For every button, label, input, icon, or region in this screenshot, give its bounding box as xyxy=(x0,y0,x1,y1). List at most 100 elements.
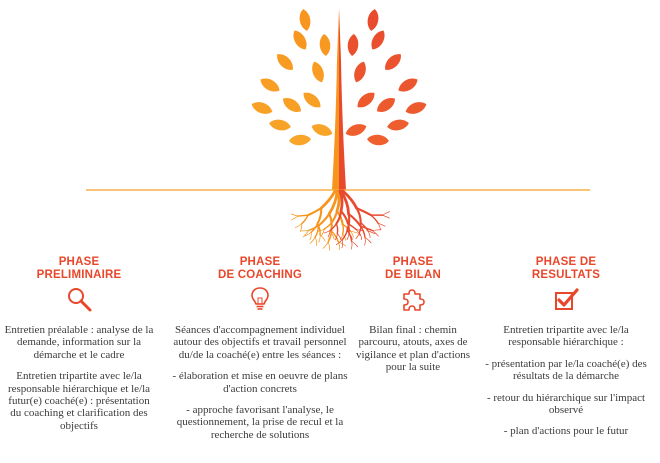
phase-paragraph: - retour du hiérarchique sur l'impact ob… xyxy=(486,391,646,417)
phase-title-line: PRELIMINAIRE xyxy=(36,269,122,281)
tree-root xyxy=(346,229,353,242)
tree-root xyxy=(359,225,366,238)
tree-root xyxy=(319,234,326,242)
tree-root xyxy=(351,240,359,248)
phase-description: Séances d'accompagnement individuel auto… xyxy=(170,324,350,441)
tree-leaf xyxy=(367,9,379,31)
tree-leaf xyxy=(354,61,366,83)
phase-paragraph: - présentation par le/la coaché(e) des r… xyxy=(485,357,647,383)
tree-leaf xyxy=(251,102,273,114)
phase-title: PHASE DE RESULTATS xyxy=(478,252,654,282)
tree-leaf xyxy=(303,92,321,108)
tree-root xyxy=(364,236,366,246)
tree-leaf xyxy=(260,78,280,92)
phase-title: PHASE PRELIMINAIRE xyxy=(4,252,154,282)
tree-leaf xyxy=(293,30,307,50)
tree-leaf xyxy=(311,124,333,136)
tree-leaf xyxy=(345,124,367,136)
tree-root xyxy=(348,232,353,240)
tree-leaf xyxy=(405,102,427,114)
tree-root xyxy=(355,207,362,224)
tree-leaf xyxy=(319,34,331,56)
checkbox-icon xyxy=(478,284,654,314)
tree-leaves xyxy=(251,9,427,146)
phase-paragraph: - approche favorisant l'analyse, le ques… xyxy=(176,404,344,441)
tree-root xyxy=(364,236,372,244)
tree-illustration xyxy=(86,8,590,251)
tree-root xyxy=(314,225,320,238)
tree-root xyxy=(338,189,344,213)
tree-root xyxy=(339,233,343,241)
phase-preliminaire: PHASE PRELIMINAIRE Entretien préalable :… xyxy=(4,252,154,441)
tree-root xyxy=(356,229,365,232)
tree-root xyxy=(335,223,339,235)
tree-root xyxy=(346,212,351,232)
tree-root xyxy=(327,189,339,216)
tree-root xyxy=(290,213,299,217)
tree-root xyxy=(323,230,331,234)
tree-root xyxy=(347,212,362,228)
phase-description: Entretien tripartite avec le/la responsa… xyxy=(478,324,654,438)
tree-root xyxy=(330,232,335,240)
tree-root xyxy=(314,236,318,246)
phase-title-line: PHASE xyxy=(392,256,434,268)
phase-description: Entretien préalable : analyse de la dema… xyxy=(4,324,154,432)
phase-title-line: PHASE xyxy=(239,256,281,268)
phase-paragraph: - plan d'actions pour le futur xyxy=(503,425,629,438)
tree-root xyxy=(339,189,350,216)
tree-root xyxy=(316,207,323,225)
tree-root xyxy=(335,209,343,225)
tree-root xyxy=(350,240,353,250)
lightbulb-icon xyxy=(170,284,350,314)
tree-root xyxy=(336,233,342,240)
tree-root xyxy=(347,222,350,235)
tree-root xyxy=(317,212,331,227)
tree-root xyxy=(350,230,358,234)
tree-root xyxy=(327,230,331,238)
phase-paragraph: Entretien préalable : analyse de la dema… xyxy=(4,324,154,361)
phase-title-line: DE BILAN xyxy=(385,269,441,281)
phase-paragraph: Bilan final : chemin parcouru, atouts, a… xyxy=(355,324,471,374)
tree-root xyxy=(297,214,309,217)
phase-bilan: PHASE DE BILAN Bilan final : chemin parc… xyxy=(354,252,472,383)
phase-title-line: PHASE DE xyxy=(535,256,597,268)
phase-paragraph: Entretien tripartite avec le/la responsa… xyxy=(7,370,151,432)
tree-leaf xyxy=(398,78,418,92)
tree-root xyxy=(367,230,371,239)
phase-coaching: PHASE DE COACHING Séances d'accompagneme… xyxy=(170,252,350,450)
tree-leaf xyxy=(277,54,293,70)
tree-leaf xyxy=(289,134,311,146)
tree-root xyxy=(350,230,354,238)
tree-leaf xyxy=(376,98,396,112)
phase-title: PHASE DE BILAN xyxy=(354,252,472,282)
tree-leaf xyxy=(347,34,359,56)
tree-leaf xyxy=(282,98,302,112)
tree-root xyxy=(322,241,329,249)
tree-root xyxy=(329,223,338,232)
tree-root xyxy=(323,222,332,231)
tree-root xyxy=(306,207,323,217)
tree-roots xyxy=(290,189,391,251)
phase-title-line: PHASE xyxy=(58,256,100,268)
tree-root xyxy=(309,236,316,244)
tree-trunk-left xyxy=(332,8,339,190)
tree-root xyxy=(335,189,341,213)
tree-trunk-right xyxy=(339,8,346,190)
tree-root xyxy=(307,225,320,232)
phase-description: Bilan final : chemin parcouru, atouts, a… xyxy=(354,324,472,374)
phase-title: PHASE DE COACHING xyxy=(170,252,350,282)
tree-root xyxy=(291,215,299,221)
phase-paragraph: Séances d'accompagnement individuel auto… xyxy=(173,324,347,361)
tree-root xyxy=(341,223,345,235)
tree-root xyxy=(346,232,350,241)
tree-leaf xyxy=(357,92,375,108)
tree-root xyxy=(341,239,343,249)
tree-leaf xyxy=(387,119,409,131)
phase-paragraph: - élaboration et mise en oeuvre de plans… xyxy=(172,370,348,395)
tree-root xyxy=(337,240,340,251)
tree-root xyxy=(371,229,382,231)
tree-root xyxy=(317,228,325,232)
tree-root xyxy=(337,240,347,247)
tree-root xyxy=(321,228,325,236)
tree-root xyxy=(316,222,321,236)
